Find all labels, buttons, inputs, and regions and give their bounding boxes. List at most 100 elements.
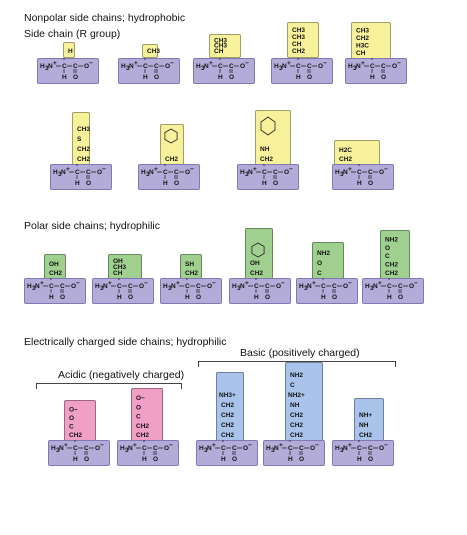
alpha-carbon-label: C [387,283,392,290]
side-chain-label: H3C [356,43,369,50]
alpha-carbon-label: C [62,63,67,70]
amino-subscript: 3 [146,171,150,178]
oxide-label: O [207,283,212,290]
side-chain-label: O [136,404,141,411]
amino-n-label: N [35,283,40,290]
amino-label: H [240,169,245,176]
oxide-label: O [379,445,384,452]
side-chain-label: OH [49,261,59,268]
carbonyl-oxygen-label: O [273,180,278,187]
alpha-carbon-label: C [75,169,80,176]
alpha-hydrogen-label: H [218,74,223,81]
amino-charge: + [287,60,291,67]
carboxyl-carbon-label: C [153,445,158,452]
amino-n-label: N [248,169,253,176]
amino-subscript: 3 [370,285,374,292]
side-chain-label: CH2 [292,48,305,55]
carbonyl-oxygen-label: O [265,294,270,301]
amino-subscript: 3 [100,285,104,292]
side-chain-label: CH [214,48,224,55]
side-chain-label: CH2 [290,432,303,439]
carboxyl-carbon-label: C [73,63,78,70]
oxide-charge: − [102,166,106,173]
side-chain-label: CH2 [221,432,234,439]
side-chain-label: C [317,270,322,277]
side-chain-label: CH2 [49,270,62,277]
alpha-hydrogen-label: H [185,294,190,301]
amino-n-label: N [61,169,66,176]
oxide-charge: − [170,60,174,67]
side-chain-box [351,22,391,60]
backbone-box [24,278,86,304]
alpha-carbon-label: C [218,63,223,70]
side-chain-label: C [136,414,141,421]
side-chain-label: O [317,260,322,267]
aromatic-ring [251,242,265,258]
amino-label: H [199,445,204,452]
amino-subscript: 3 [201,65,205,72]
alpha-hydrogen-label: H [117,294,122,301]
carbonyl-oxygen-label: O [153,456,158,463]
side-chain-label: CH2 [339,156,352,163]
amino-label: H [232,283,237,290]
amino-label: H [196,63,201,70]
oxide-charge: − [348,280,352,287]
side-chain-box [380,230,410,280]
oxide-label: O [95,445,100,452]
amino-label: H [348,63,353,70]
acidic-bracket [36,383,182,389]
amino-charge: + [279,442,283,449]
side-chain-box [131,388,163,442]
amino-label: H [299,283,304,290]
backbone-box [48,440,110,466]
oxide-charge: − [323,60,327,67]
backbone-box [296,278,358,304]
side-chain-label: O− [136,395,145,402]
alpha-hydrogen-label: H [288,456,293,463]
amino-subscript: 3 [353,65,357,72]
side-chain-label: H [68,48,73,55]
oxide-charge: − [384,442,388,449]
side-chain-box [108,254,142,280]
side-chain-label: C [385,253,390,260]
amino-charge: + [253,166,257,173]
backbone-box [345,58,407,84]
amino-n-label: N [171,283,176,290]
side-chain-label: CH3 [113,264,126,271]
amino-label: H [27,283,32,290]
oxide-charge: − [397,60,401,67]
side-chain-box [142,44,158,58]
charged-heading: Electrically charged side chains; hydrop… [24,336,227,348]
amino-n-label: N [204,63,209,70]
amino-n-label: N [59,445,64,452]
amino-label: H [53,169,58,176]
side-chain-label: NH2+ [288,392,305,399]
amino-subscript: 3 [204,447,208,454]
amino-subscript: 3 [340,447,344,454]
carboxyl-carbon-label: C [154,63,159,70]
side-chain-label: NH [359,422,369,429]
side-chain-label: H2C [339,147,352,154]
side-chain-box [216,372,244,442]
oxide-charge: − [289,166,293,173]
amino-subscript: 3 [126,65,130,72]
amino-charge: + [312,280,316,287]
carbonyl-oxygen-label: O [174,180,179,187]
alpha-hydrogen-label: H [143,74,148,81]
amino-charge: + [154,166,158,173]
side-chain-label: Side chain (R group) [24,28,121,40]
side-chain-label: OH [113,258,123,265]
oxide-charge: − [315,442,319,449]
side-chain-box [285,362,323,442]
side-chain-label: C [290,382,295,389]
side-chain-label: S [77,136,82,143]
